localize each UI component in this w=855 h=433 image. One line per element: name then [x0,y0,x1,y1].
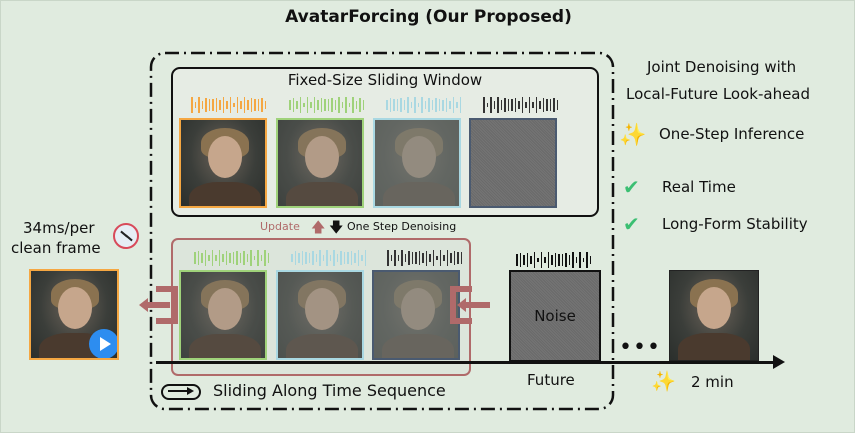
frame-noisy [276,270,364,360]
down-arrow-icon: 🡇 [329,220,344,236]
exit-arrowhead-icon [139,298,148,312]
sliding-label: Sliding Along Time Sequence [213,381,446,400]
sliding-arrow-icon [161,384,201,400]
latency-line2: clean frame [11,239,101,257]
check-icon: ✔ [623,175,640,199]
noise-label: Noise [534,307,576,325]
long-form-frame [669,270,759,361]
feature-long-form: Long-Form Stability [662,215,808,233]
diagram-title: AvatarForcing (Our Proposed) [285,7,572,27]
audio-wave-icon [191,97,266,113]
up-arrow-icon: 🡅 [311,220,326,236]
frame-partially-denoised [179,270,267,360]
feature-heading-line2: Local-Future Look-ahead [626,85,811,103]
audio-wave-icon [483,97,558,113]
timeline-axis [156,361,776,364]
exit-bracket-icon [156,286,178,324]
duration-label: 2 min [691,373,734,391]
audio-wave-icon [386,97,461,113]
audio-wave-icon [516,252,591,268]
sparkle-icon: ✨ [651,369,676,393]
enter-bracket-icon [450,286,472,324]
frame-noisy [373,118,461,208]
update-label: Update [260,220,300,233]
check-icon: ✔ [623,212,640,236]
timeline-arrow-icon [773,355,785,369]
feature-real-time: Real Time [662,178,736,196]
output-video-frame [29,269,119,360]
audio-wave-icon [291,250,366,266]
latency-line1: 34ms/per [23,219,95,237]
frame-noise [469,118,557,208]
frame-clean [179,118,267,208]
future-noise-frame [509,270,601,362]
enter-arrow-icon [466,302,490,308]
exit-arrow-icon [146,302,170,308]
denoise-label: One Step Denoising [347,220,457,233]
frame-partially-denoised [276,118,364,208]
audio-wave-icon [387,250,462,266]
ellipsis-icon: ••• [619,335,661,360]
frame-very-noisy [372,270,460,360]
feature-one-step: One-Step Inference [659,125,805,143]
play-button[interactable] [89,329,117,358]
window-title: Fixed-Size Sliding Window [287,71,483,89]
future-label: Future [527,371,575,389]
clock-icon [113,223,139,249]
method-container [149,51,615,411]
feature-heading-line1: Joint Denoising with [647,58,797,76]
audio-wave-icon [194,250,269,266]
enter-arrowhead-icon [457,298,466,312]
sparkle-icon: ✨ [619,123,647,148]
audio-wave-icon [289,97,364,113]
